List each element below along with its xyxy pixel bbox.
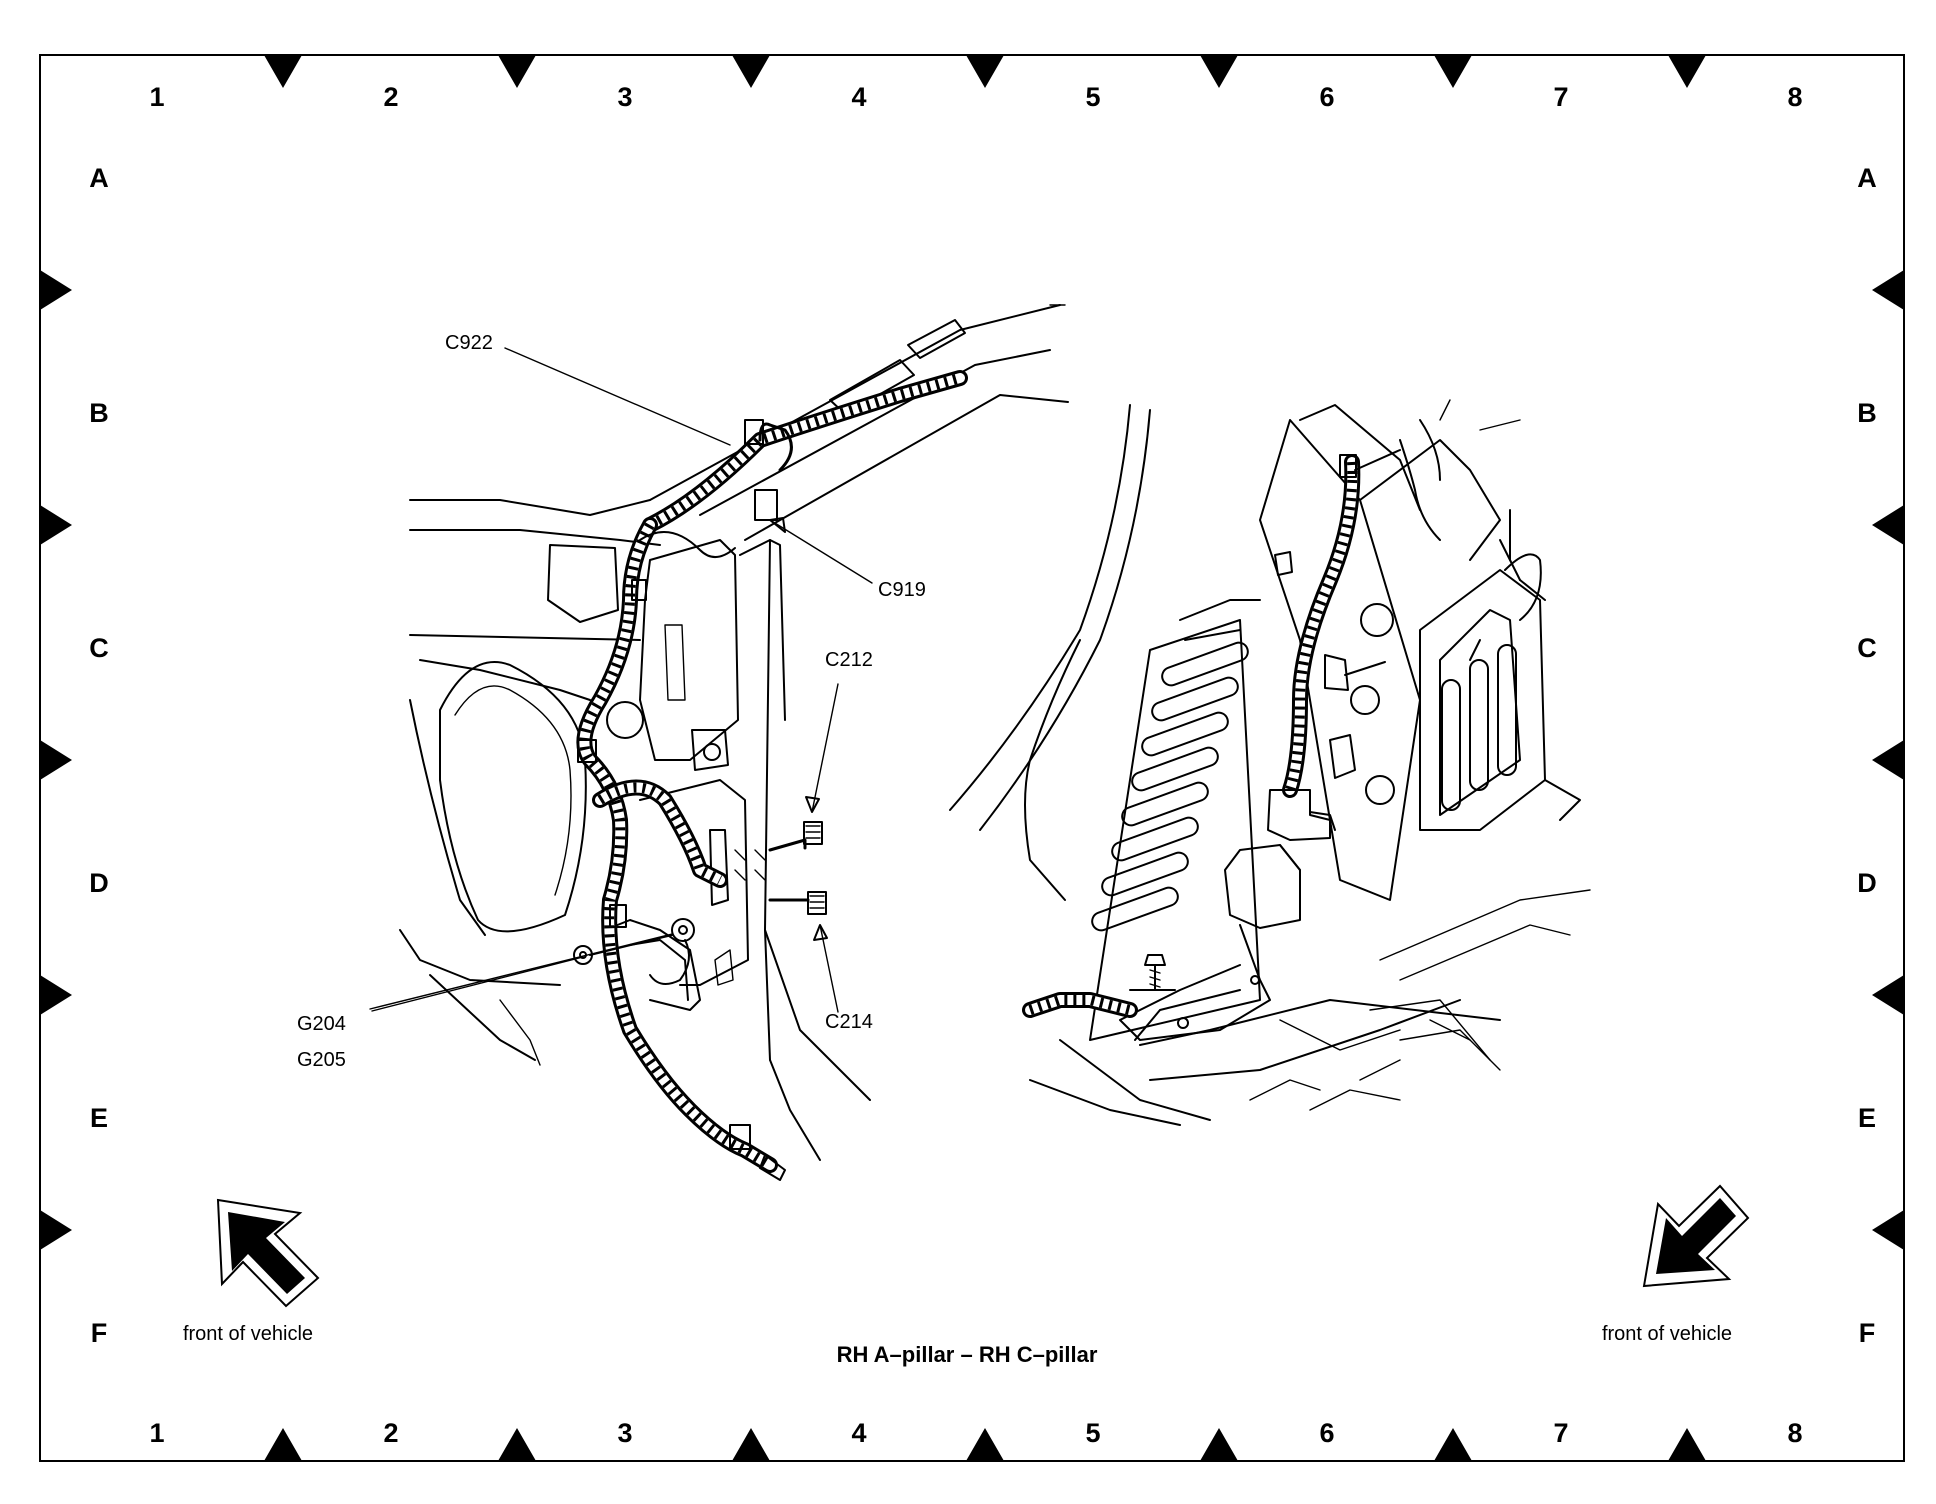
callout-g204: G204 [297,1013,346,1035]
grid-col-5: 5 [1085,82,1100,112]
grid-col-4: 4 [851,82,866,112]
grid-col-2: 2 [383,1418,398,1448]
grid-row-d: D [89,868,109,898]
grid-col-6: 6 [1319,1418,1334,1448]
front-of-vehicle-label-left: front of vehicle [183,1323,313,1345]
callout-c922: C922 [445,332,493,354]
grid-col-4: 4 [851,1418,866,1448]
grid-numbers-bottom: 1 2 3 4 5 6 7 8 [149,1418,1802,1448]
grid-row-f: F [1859,1318,1876,1348]
grid-row-d: D [1857,868,1877,898]
grid-col-8: 8 [1787,1418,1802,1448]
grid-col-3: 3 [617,1418,632,1448]
callout-c919: C919 [878,579,926,601]
grid-col-7: 7 [1553,1418,1568,1448]
c-pillar-illustration [949,399,1591,1126]
grid-col-8: 8 [1787,82,1802,112]
grid-col-1: 1 [149,82,164,112]
grid-letters-left: A B C D E F [89,163,109,1348]
c214-connector [807,891,827,915]
diagram-frame [39,54,1905,1462]
diagram-caption: RH A–pillar – RH C–pillar [837,1342,1098,1367]
callout-g205: G205 [297,1049,346,1071]
grid-col-7: 7 [1553,82,1568,112]
a-pillar-illustration [369,304,1069,1181]
grid-col-1: 1 [149,1418,164,1448]
grid-markers-right [1872,270,1904,1250]
grid-row-e: E [90,1103,108,1133]
grid-numbers-top: 1 2 3 4 5 6 7 8 [149,82,1802,112]
c212-connector [803,821,823,845]
grid-markers-top [264,55,1706,88]
grid-markers-bottom [264,1428,1706,1461]
grid-col-2: 2 [383,82,398,112]
grid-col-3: 3 [617,82,632,112]
front-of-vehicle-label-right: front of vehicle [1602,1323,1732,1345]
callout-c214: C214 [825,1011,873,1033]
grid-col-6: 6 [1319,82,1334,112]
grid-col-5: 5 [1085,1418,1100,1448]
front-arrow-icon [1642,1184,1750,1288]
grid-row-c: C [1857,633,1877,663]
grid-row-b: B [89,398,109,428]
grid-row-f: F [91,1318,108,1348]
slot-row [1091,641,1249,932]
callout-c212: C212 [825,649,873,671]
grid-row-a: A [89,163,109,193]
grid-row-c: C [89,633,109,663]
grid-markers-left [40,270,72,1250]
grid-row-e: E [1858,1103,1876,1133]
grid-letters-right: A B C D E F [1857,163,1877,1348]
front-arrow-icon [216,1198,320,1308]
grid-row-a: A [1857,163,1877,193]
grid-row-b: B [1857,398,1877,428]
